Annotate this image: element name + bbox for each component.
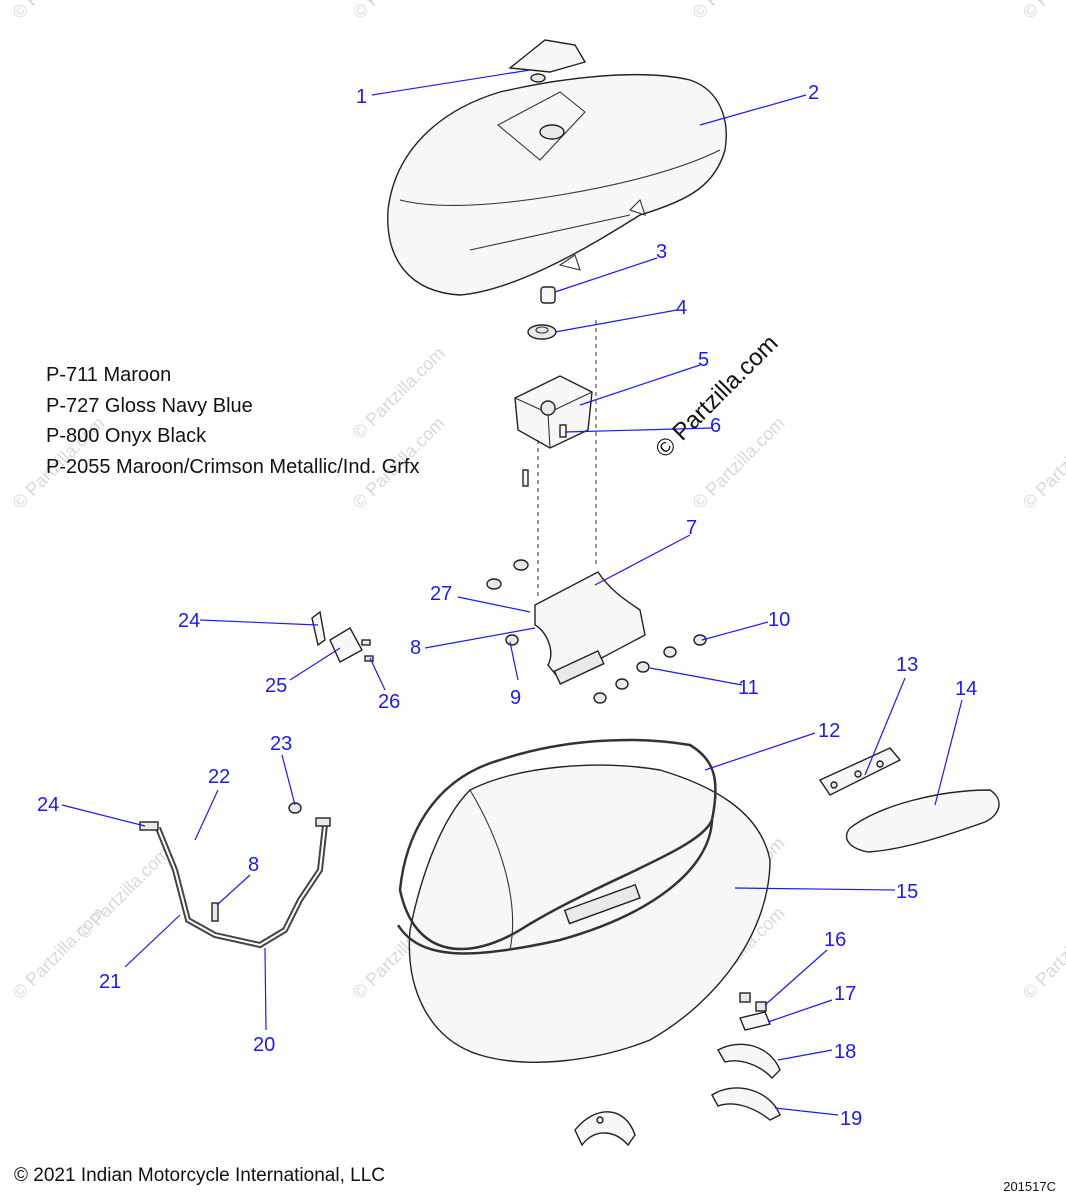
callout-number: 24 — [37, 794, 59, 816]
paint-color-legend: P-711 Maroon P-727 Gloss Navy Blue P-800… — [46, 360, 419, 482]
callout-number: 18 — [834, 1041, 856, 1063]
watermark: © Partzilla.com — [9, 0, 109, 23]
part-bumper-19 — [711, 1087, 781, 1121]
part-bracket-plate-7 — [534, 571, 646, 685]
part-small-bracket-25 — [311, 610, 374, 663]
part-plate-17 — [739, 1011, 771, 1031]
callout-number: 22 — [208, 766, 230, 788]
callout-number: 15 — [896, 881, 918, 903]
watermark: © Partzilla.com — [1019, 903, 1066, 1003]
part-bumper-lower-left — [574, 1111, 636, 1147]
part-mount-block-5 — [514, 375, 593, 449]
callout-number: 19 — [840, 1108, 862, 1130]
callout-number: 24 — [178, 610, 200, 632]
callout-number: 10 — [768, 609, 790, 631]
callout-number: 2 — [808, 82, 819, 104]
callout-number: 23 — [270, 733, 292, 755]
part-bolts-10-11 — [593, 634, 707, 704]
part-cap-cover — [508, 39, 587, 83]
copyright-text: © 2021 Indian Motorcycle International, … — [14, 1165, 385, 1186]
watermark: © Partzilla.com — [689, 0, 789, 23]
part-screw-left — [522, 469, 529, 487]
part-saddlebag-15 — [408, 764, 771, 1063]
callout-number: 27 — [430, 583, 452, 605]
callout-number: 6 — [710, 415, 721, 437]
callout-leaders — [61, 69, 963, 1116]
callout-number: 20 — [253, 1034, 275, 1056]
part-hinge-strip-13 — [818, 747, 902, 796]
callout-number: 11 — [738, 677, 759, 699]
callout-number: 1 — [356, 86, 367, 108]
part-bolts-27 — [486, 559, 529, 646]
watermark: © Partzilla.com — [349, 0, 449, 23]
part-rail-12 — [396, 738, 717, 955]
callout-number: 21 — [99, 971, 121, 993]
callout-number: 14 — [955, 678, 977, 700]
part-grommet-4 — [527, 324, 557, 340]
part-support-frame-20-21 — [139, 817, 331, 949]
callout-number: 17 — [834, 983, 856, 1005]
callout-number: 3 — [656, 241, 667, 263]
part-bumper-18 — [717, 1043, 781, 1080]
part-bolt-3 — [540, 286, 556, 304]
part-trim-piece-14 — [845, 789, 1000, 853]
part-screw-6 — [559, 424, 567, 438]
legend-entry: P-2055 Maroon/Crimson Metallic/Ind. Grfx — [46, 455, 420, 478]
legend-entry: P-800 Onyx Black — [46, 425, 207, 447]
watermark: © Partzilla.com — [1019, 413, 1066, 513]
callout-number: 26 — [378, 691, 400, 713]
callout-number: 9 — [510, 687, 521, 709]
diagram-part-number: 201517C — [1003, 1179, 1056, 1194]
callout-number: 13 — [896, 654, 918, 676]
callout-number: 7 — [686, 517, 697, 539]
callout-number: 25 — [265, 675, 287, 697]
legend-entry: P-711 Maroon — [46, 364, 172, 386]
legend-entry: P-727 Gloss Navy Blue — [46, 394, 253, 417]
callout-number: 5 — [698, 349, 709, 371]
watermark: © Partzilla.com — [1019, 0, 1066, 23]
callout-number: 8 — [410, 637, 421, 659]
callout-number: 4 — [676, 297, 687, 319]
callout-number: 12 — [818, 720, 840, 742]
callout-number: 16 — [824, 929, 846, 951]
callout-number: 8 — [248, 854, 259, 876]
watermark: © Partzilla.com — [74, 843, 174, 943]
part-trunk-lid — [387, 73, 727, 296]
part-bolts-16 — [739, 992, 767, 1012]
